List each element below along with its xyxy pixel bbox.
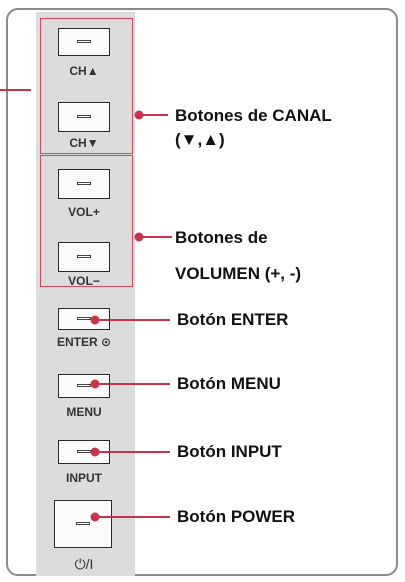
enter-label: ENTER ⊙ xyxy=(56,335,112,349)
vol-up-button[interactable] xyxy=(58,169,110,199)
enter-callout: Botón ENTER xyxy=(177,310,289,329)
power-slot xyxy=(76,522,90,525)
vol-down-button[interactable] xyxy=(58,242,110,272)
ch-down-label: CH▼ xyxy=(69,136,99,150)
channel-dot xyxy=(134,110,144,120)
channel-callout-line1: Botones de CANAL xyxy=(175,106,332,125)
ch-down-button[interactable] xyxy=(58,102,110,132)
menu-button[interactable] xyxy=(58,374,110,398)
input-callout: Botón INPUT xyxy=(177,442,282,461)
ch-up-button[interactable] xyxy=(58,28,110,56)
menu-callout: Botón MENU xyxy=(177,374,281,393)
ch-down-slot xyxy=(77,115,91,118)
header-rule xyxy=(0,89,31,91)
menu-slot xyxy=(77,384,91,387)
power-button[interactable] xyxy=(54,500,112,548)
input-label: INPUT xyxy=(66,471,102,485)
ch-up-slot xyxy=(77,40,91,43)
vol-up-label: VOL+ xyxy=(68,205,100,219)
power-dot xyxy=(90,512,100,522)
volume-callout-line1: Botones de xyxy=(175,228,268,247)
menu-dot xyxy=(90,379,100,389)
input-dot xyxy=(90,447,100,457)
vol-down-slot xyxy=(77,255,91,258)
volume-dot xyxy=(134,232,144,242)
volume-callout-line2: VOLUMEN (+, -) xyxy=(175,264,302,283)
enter-dot xyxy=(90,315,100,325)
input-slot xyxy=(77,450,91,453)
power-callout: Botón POWER xyxy=(177,507,296,526)
tv-side-panel: CH▲ CH▼ VOL+ VOL− ENTER ⊙ MENU INPUT ⏻/I xyxy=(36,12,135,576)
enter-button[interactable] xyxy=(58,308,110,330)
vol-down-label: VOL− xyxy=(68,274,100,288)
volume-group-box xyxy=(40,155,133,287)
vol-up-slot xyxy=(77,182,91,185)
channel-callout-line2: (▼,▲) xyxy=(175,130,225,149)
menu-label: MENU xyxy=(66,405,102,419)
ch-up-label: CH▲ xyxy=(69,64,99,78)
enter-slot xyxy=(77,317,91,320)
channel-group-box xyxy=(40,18,133,154)
power-label: ⏻/I xyxy=(74,556,94,572)
